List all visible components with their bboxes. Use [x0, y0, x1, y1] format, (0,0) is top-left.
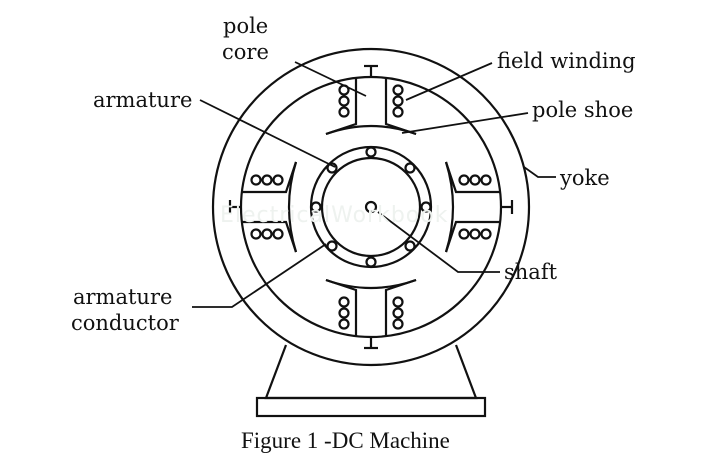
label-pole-shoe: pole shoe: [532, 98, 634, 122]
armature-inner: [320, 156, 422, 258]
label-yoke: yoke: [560, 166, 610, 190]
pole-bottom: [325, 278, 417, 350]
figure-caption: Figure 1 -DC Machine: [241, 428, 450, 453]
label-field-winding: field winding: [497, 49, 636, 73]
watermark: ElectricalWorkbook: [220, 203, 449, 228]
leader-yoke: [523, 166, 556, 178]
label-armature-conductor-line2: conductor: [71, 311, 179, 335]
pole-left: [228, 161, 298, 253]
armature-conductors: [310, 146, 432, 268]
label-pole-core-line1: pole: [223, 14, 269, 38]
yoke-outer: [211, 47, 531, 367]
leader-field-winding: [405, 62, 493, 101]
label-armature: armature: [93, 88, 193, 112]
label-shaft: shaft: [504, 260, 558, 284]
shaft-icon: [364, 200, 378, 214]
leader-pole-shoe: [401, 112, 529, 134]
leader-shaft: [377, 211, 500, 273]
machine-base: [255, 396, 487, 418]
pole-right: [444, 161, 514, 253]
label-armature-conductor-line1: armature: [73, 285, 173, 309]
label-pole-core-line2: core: [222, 40, 269, 64]
leader-armature: [199, 99, 336, 168]
leader-armature-conductor: [192, 243, 327, 308]
pole-top: [325, 64, 417, 136]
leader-pole-core: [294, 61, 367, 97]
